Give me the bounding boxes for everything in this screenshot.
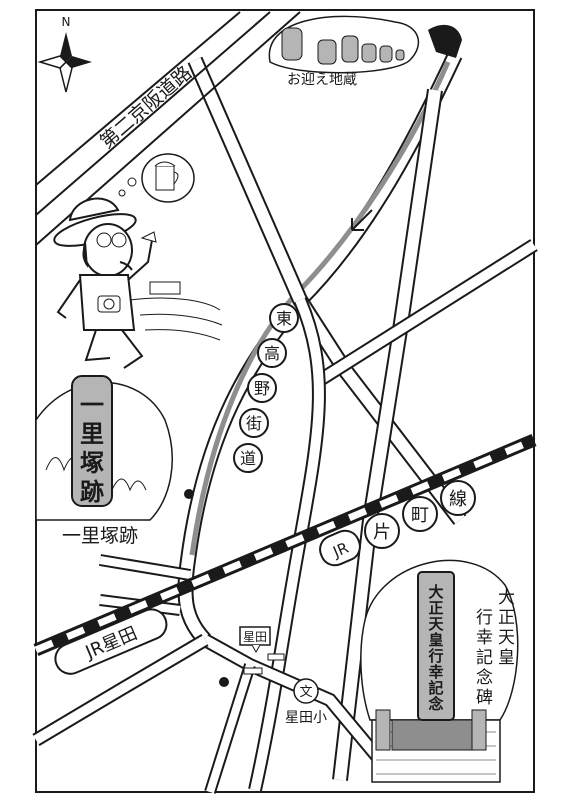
school-symbol: 文: [299, 685, 312, 700]
north-arrow: [37, 32, 92, 93]
old-road-char-3: 街: [246, 414, 262, 433]
jizo-label: お迎え地蔵: [287, 72, 357, 88]
monument-stone-char-5: 幸: [428, 663, 443, 681]
monument-stone-char-6: 記: [428, 679, 443, 697]
school-icon: [293, 678, 319, 704]
old-road-char-4: 道: [240, 449, 256, 468]
monument-stone-char-2: 天: [428, 615, 444, 633]
ichirizuka-illustration: [35, 375, 173, 521]
ichirizuka-stone: [71, 375, 113, 507]
ichirizuka-stone-char-0: 一: [80, 391, 104, 419]
monument-illustration: [360, 559, 519, 783]
old-road-char-2: 野: [254, 379, 270, 398]
walker-illustration: [53, 153, 223, 369]
monument-stone-char-3: 皇: [428, 631, 443, 649]
jizo-statues: [268, 15, 420, 74]
north-label: N: [62, 15, 71, 29]
hoshida-sign: [239, 626, 285, 675]
jr-line-char-0: JR: [330, 539, 352, 562]
jr-line-char-2: 町: [411, 505, 429, 526]
monument-stone-char-1: 正: [428, 599, 443, 617]
monument-stone-char-0: 大: [428, 583, 443, 601]
monument-marker: [219, 677, 229, 687]
hoshida-sign-label: 星田: [243, 630, 267, 644]
monument-stone: [417, 571, 455, 721]
jr-line-labels: JR 片 町 線: [319, 480, 476, 567]
jr-katamachi-line: [33, 434, 537, 656]
ichirizuka-stone-char-3: 跡: [80, 478, 104, 506]
beer-mug-icon: [155, 165, 175, 191]
school-label: 星田小: [285, 710, 327, 726]
ichirizuka-stone-char-2: 塚: [80, 449, 104, 477]
ichirizuka-marker: [184, 489, 194, 499]
route-arrow: [351, 209, 373, 231]
ichirizuka-label: 一里塚跡: [62, 525, 138, 547]
old-road-char-0: 東: [276, 309, 292, 328]
old-road-char-1: 高: [264, 344, 280, 363]
road-south: [32, 633, 386, 794]
monument-stone-char-7: 念: [427, 695, 443, 713]
monument-stone-text: 大 正 天 皇 行 幸 記 念: [427, 583, 444, 713]
road-north-diagonal: [187, 56, 467, 525]
road-east-vertical: [332, 88, 443, 781]
jr-line-char-1: 片: [373, 522, 391, 543]
monument-stone-char-4: 行: [427, 647, 443, 665]
monument-label-col-2: 行幸記念碑: [472, 608, 493, 708]
jr-line-char-3: 線: [449, 489, 467, 510]
monument-label: 大正天皇 行幸記念碑: [472, 588, 515, 708]
ichirizuka-stone-char-1: 里: [80, 420, 104, 448]
monument-label-col-1: 大正天皇: [494, 588, 515, 668]
pointing-hand-icon: [428, 24, 462, 59]
road-east-branch: [316, 239, 538, 386]
old-road-labels: 東 高 野 街 道: [233, 303, 299, 473]
